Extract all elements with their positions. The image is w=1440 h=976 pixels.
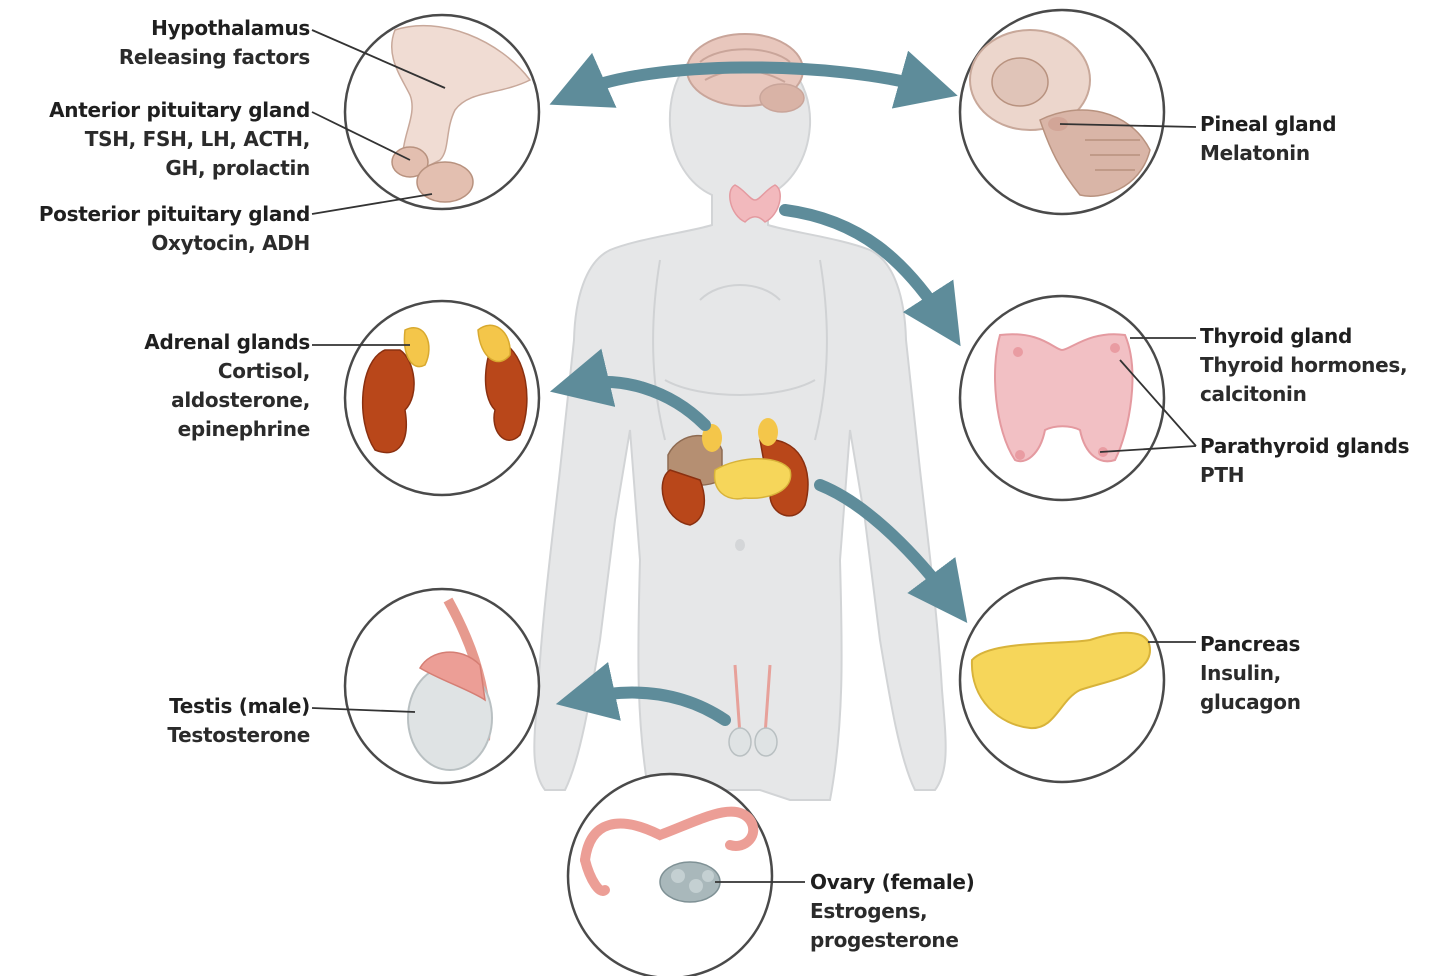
arrows	[549, 50, 968, 726]
label-pineal-gland: Pineal gland Melatonin	[1200, 112, 1337, 165]
arrow-to-pancreas	[814, 479, 968, 624]
label-adrenal-glands: Adrenal glands Cortisol, aldosterone, ep…	[144, 330, 310, 441]
circle-adrenal	[343, 299, 541, 497]
circle-thyroid	[958, 294, 1166, 502]
reproductive-on-body	[728, 664, 778, 757]
leader-lines	[311, 29, 1197, 883]
label-posterior-pituitary: Posterior pituitary gland Oxytocin, ADH	[38, 202, 310, 255]
circle-pituitary	[343, 13, 541, 211]
abdominal-organs	[661, 418, 809, 526]
label-ovary: Ovary (female) Estrogens, progesterone	[810, 870, 975, 952]
circle-ovary	[566, 772, 774, 976]
label-pancreas: Pancreas Insulin, glucagon	[1200, 632, 1301, 714]
circle-testis	[343, 587, 541, 785]
body-silhouette	[533, 40, 947, 801]
label-parathyroid-glands: Parathyroid glands PTH	[1200, 434, 1410, 487]
circle-pineal	[958, 8, 1166, 216]
arrow-to-thyroid	[779, 204, 961, 347]
arrow-double-head	[549, 50, 958, 109]
thyroid-on-body	[729, 184, 781, 223]
label-anterior-pituitary: Anterior pituitary gland TSH, FSH, LH, A…	[49, 98, 310, 180]
circle-pancreas	[958, 576, 1166, 784]
arrow-to-testis	[555, 662, 731, 726]
label-thyroid-gland: Thyroid gland Thyroid hormones, calciton…	[1200, 324, 1408, 406]
arrow-to-adrenal	[549, 348, 711, 431]
label-hypothalamus: Hypothalamus Releasing factors	[118, 16, 310, 69]
label-testis: Testis (male) Testosterone	[167, 694, 310, 747]
